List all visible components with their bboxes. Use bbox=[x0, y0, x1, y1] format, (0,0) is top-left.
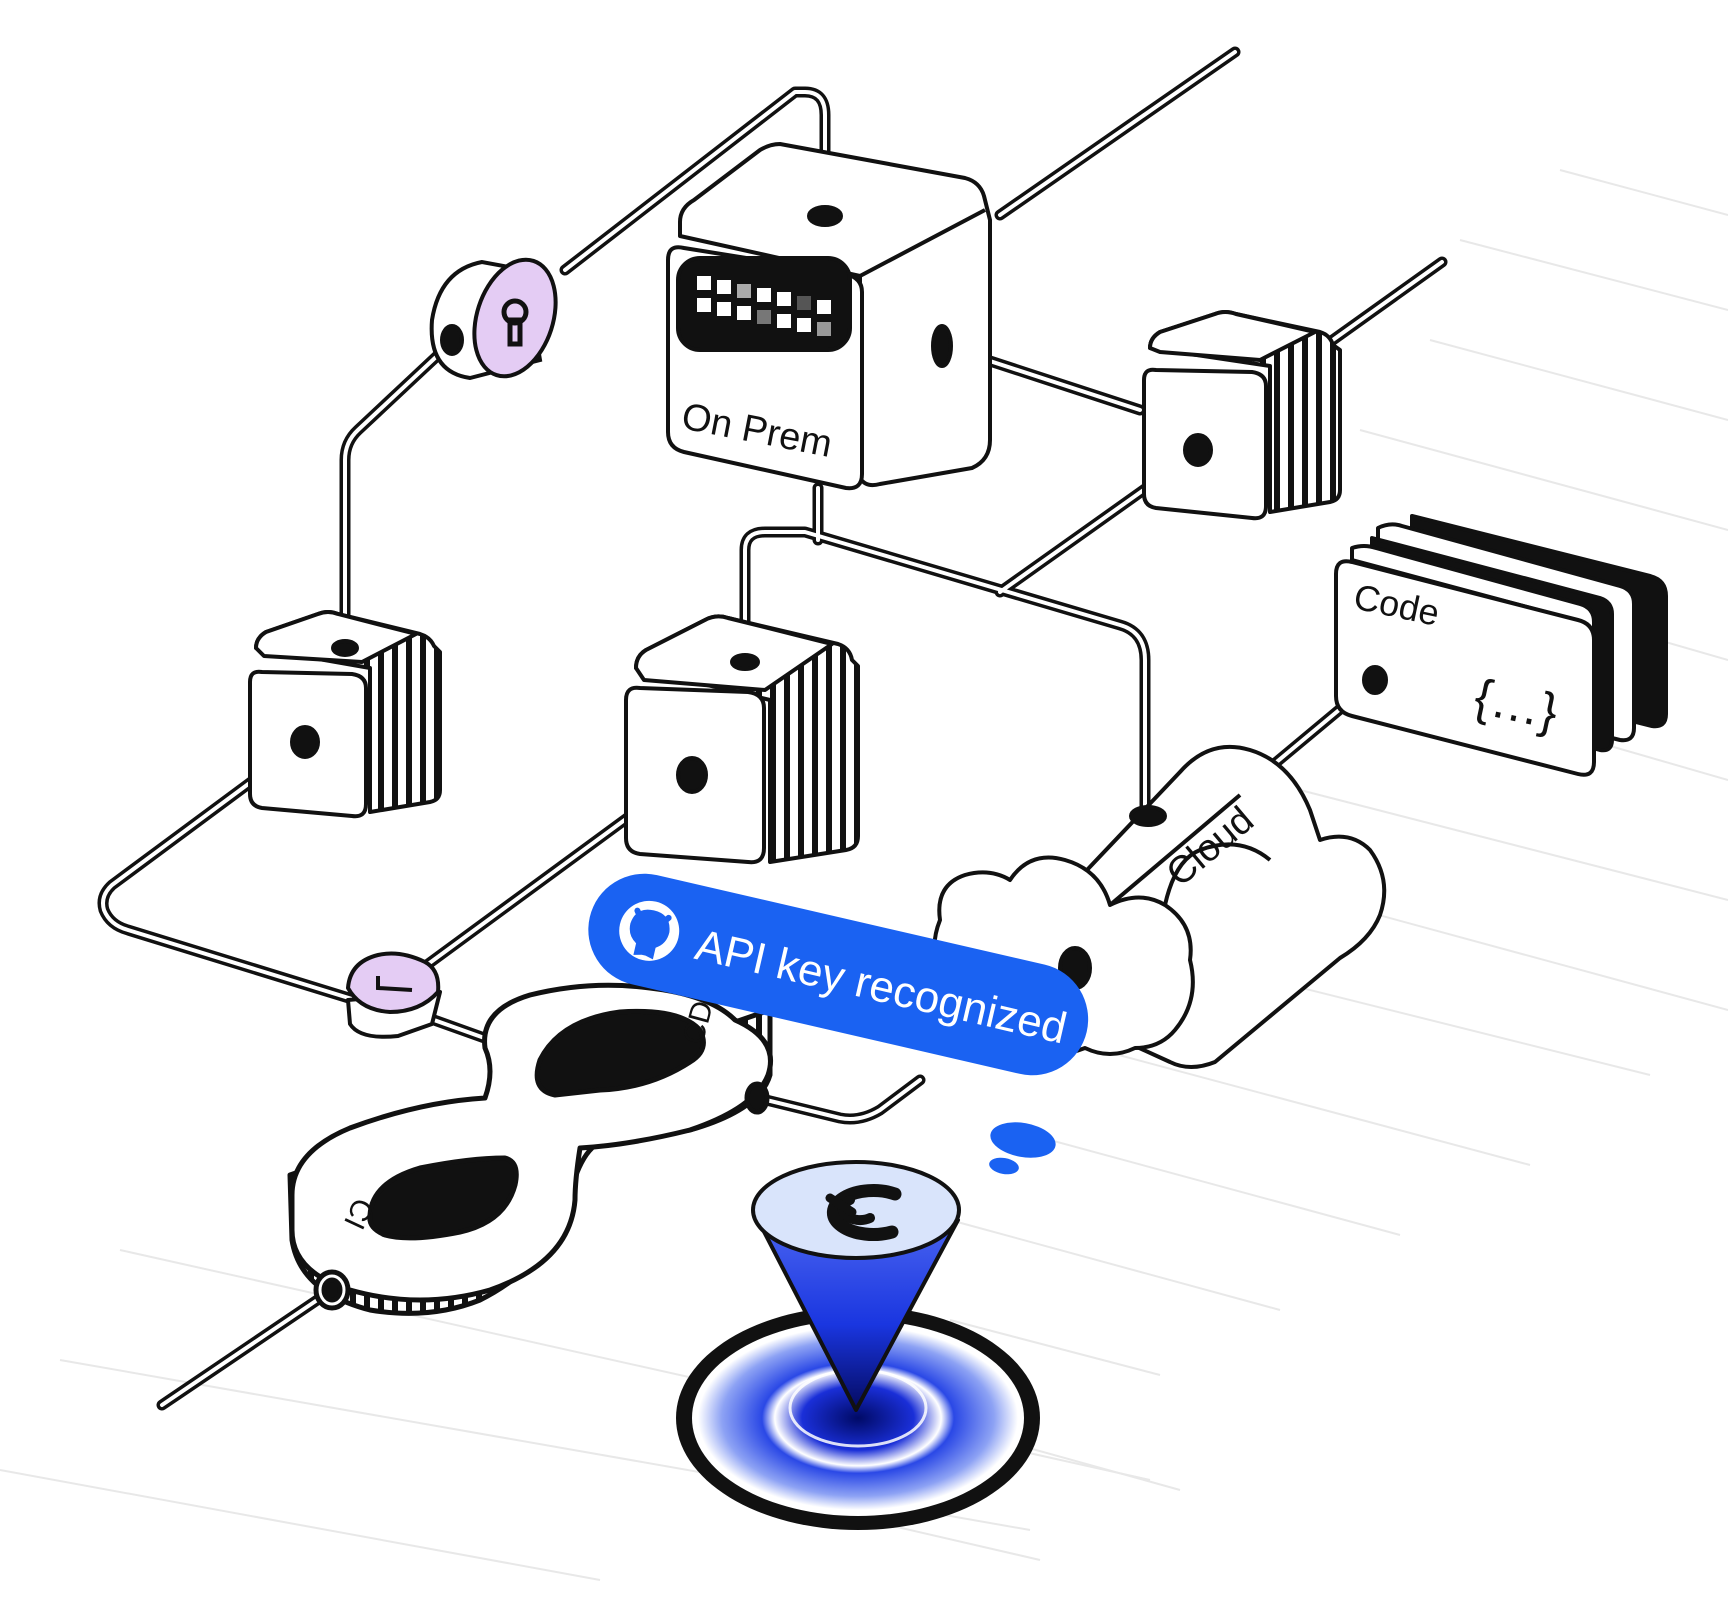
code-cards bbox=[1334, 514, 1668, 777]
cicd-infinity bbox=[287, 982, 774, 1316]
gitguardian-logo-icon bbox=[825, 1184, 902, 1242]
on-prem-led-panel bbox=[697, 276, 831, 336]
lock-cylinder bbox=[429, 257, 558, 381]
small-server-left bbox=[248, 610, 442, 819]
toast-bubble-dots bbox=[989, 1122, 1056, 1175]
small-server-middle bbox=[624, 614, 860, 865]
beacon-target bbox=[676, 1306, 1040, 1530]
cables bbox=[97, 46, 1448, 1411]
keyhole-icon bbox=[501, 298, 529, 347]
github-icon bbox=[619, 900, 680, 961]
shield-icon bbox=[376, 976, 413, 992]
small-server-right bbox=[1142, 310, 1342, 521]
shield-connector bbox=[346, 951, 442, 1039]
